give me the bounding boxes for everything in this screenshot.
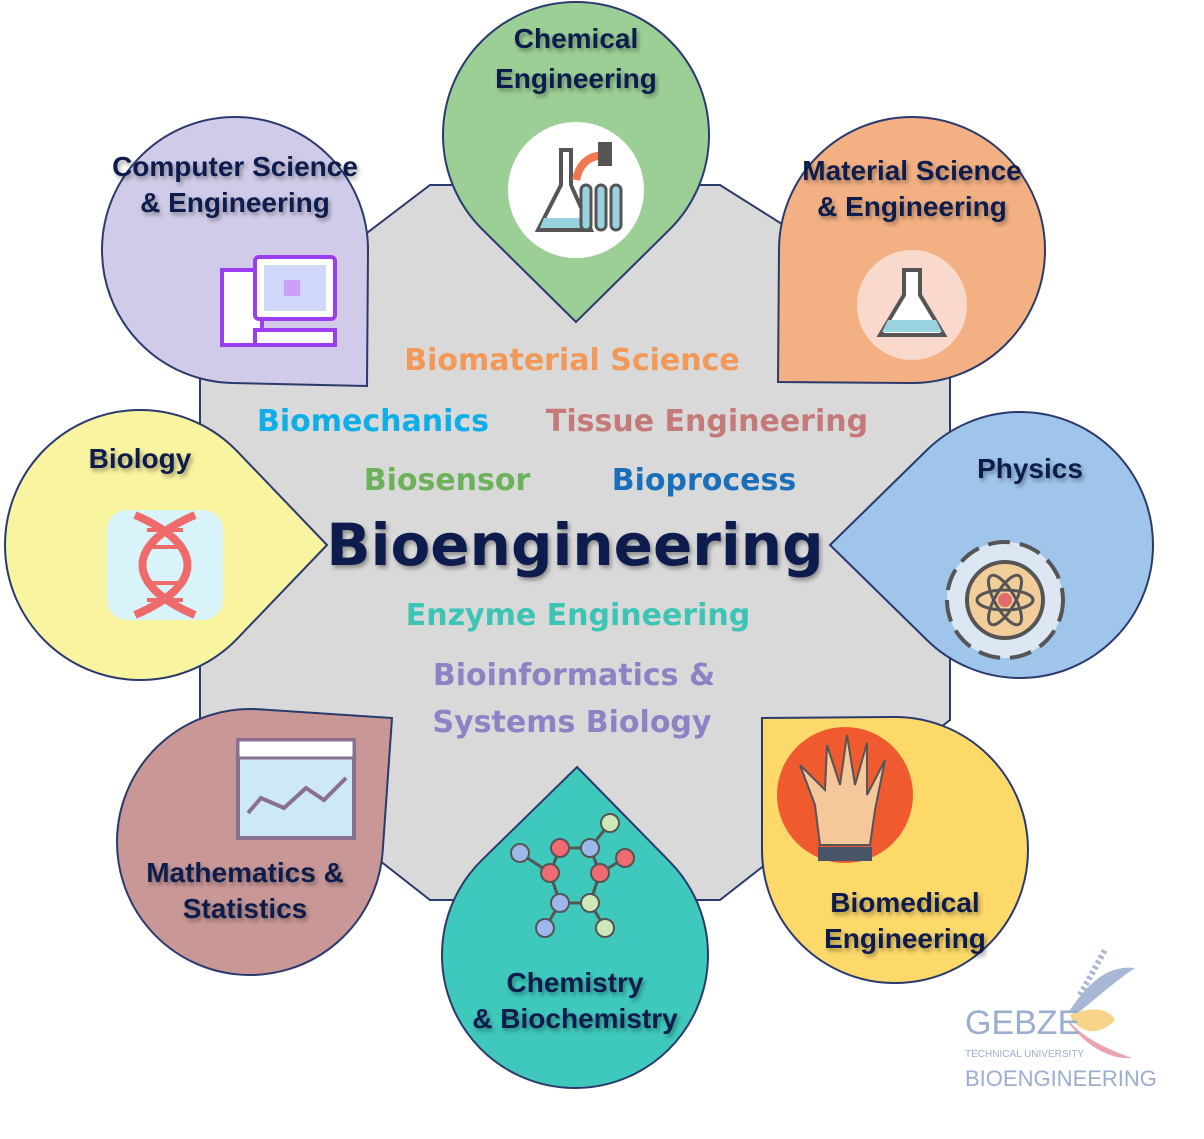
topic-systems-biology: Systems Biology	[433, 705, 712, 740]
petal-material-science: Material Science & Engineering	[776, 116, 1046, 384]
petal-label: Statistics	[183, 893, 308, 924]
petal-label: Engineering	[824, 923, 986, 954]
logo-name: GEBZE	[965, 1004, 1080, 1042]
molecule-icon	[510, 813, 635, 938]
dna-icon	[107, 510, 223, 620]
logo-dept: BIOENGINEERING	[965, 1066, 1157, 1091]
flask-icon	[857, 250, 967, 360]
petal-label: & Engineering	[140, 187, 330, 218]
petal-label: Physics	[977, 453, 1083, 484]
main-title: Bioengineering	[326, 511, 823, 579]
petal-computer-science: Computer Science & Engineering	[101, 116, 369, 388]
line-chart-icon	[236, 738, 356, 840]
petal-label: Biology	[89, 443, 192, 474]
topic-tissue-engineering: Tissue Engineering	[546, 404, 868, 439]
lab-equipment-icon	[508, 122, 644, 258]
petal-label: Chemistry	[507, 967, 644, 998]
petal-label: Engineering	[495, 63, 657, 94]
gebze-logo: GEBZE TECHNICAL UNIVERSITY BIOENGINEERIN…	[965, 948, 1157, 1091]
topic-biosensor: Biosensor	[364, 463, 531, 498]
petal-label: Material Science	[802, 155, 1021, 186]
petal-shape	[776, 116, 1046, 384]
topic-biomechanics: Biomechanics	[257, 404, 489, 439]
petal-label: Biomedical	[830, 887, 979, 918]
logo-subtitle: TECHNICAL UNIVERSITY	[965, 1049, 1084, 1060]
petal-label: Mathematics &	[146, 857, 344, 888]
petal-mathematics-statistics: Mathematics & Statistics	[116, 708, 394, 976]
petal-chemistry-biochemistry: Chemistry & Biochemistry	[441, 765, 709, 1089]
hand-icon	[777, 727, 913, 863]
center-texts: Biomaterial Science Biomechanics Tissue …	[257, 343, 868, 740]
petal-shape	[441, 765, 709, 1089]
petal-biology: Biology	[4, 409, 329, 681]
computer-icon	[220, 255, 337, 347]
topic-enzyme-engineering: Enzyme Engineering	[406, 598, 751, 633]
petal-label: Computer Science	[112, 151, 358, 182]
petal-label: Chemical	[514, 23, 639, 54]
atom-gear-icon	[945, 540, 1065, 660]
topic-biomaterial-science: Biomaterial Science	[404, 343, 740, 378]
topic-bioprocess: Bioprocess	[612, 463, 796, 498]
petal-label: & Biochemistry	[472, 1003, 678, 1034]
topic-bioinformatics: Bioinformatics &	[433, 658, 715, 693]
petal-label: & Engineering	[817, 191, 1007, 222]
petal-physics: Physics	[828, 411, 1154, 679]
